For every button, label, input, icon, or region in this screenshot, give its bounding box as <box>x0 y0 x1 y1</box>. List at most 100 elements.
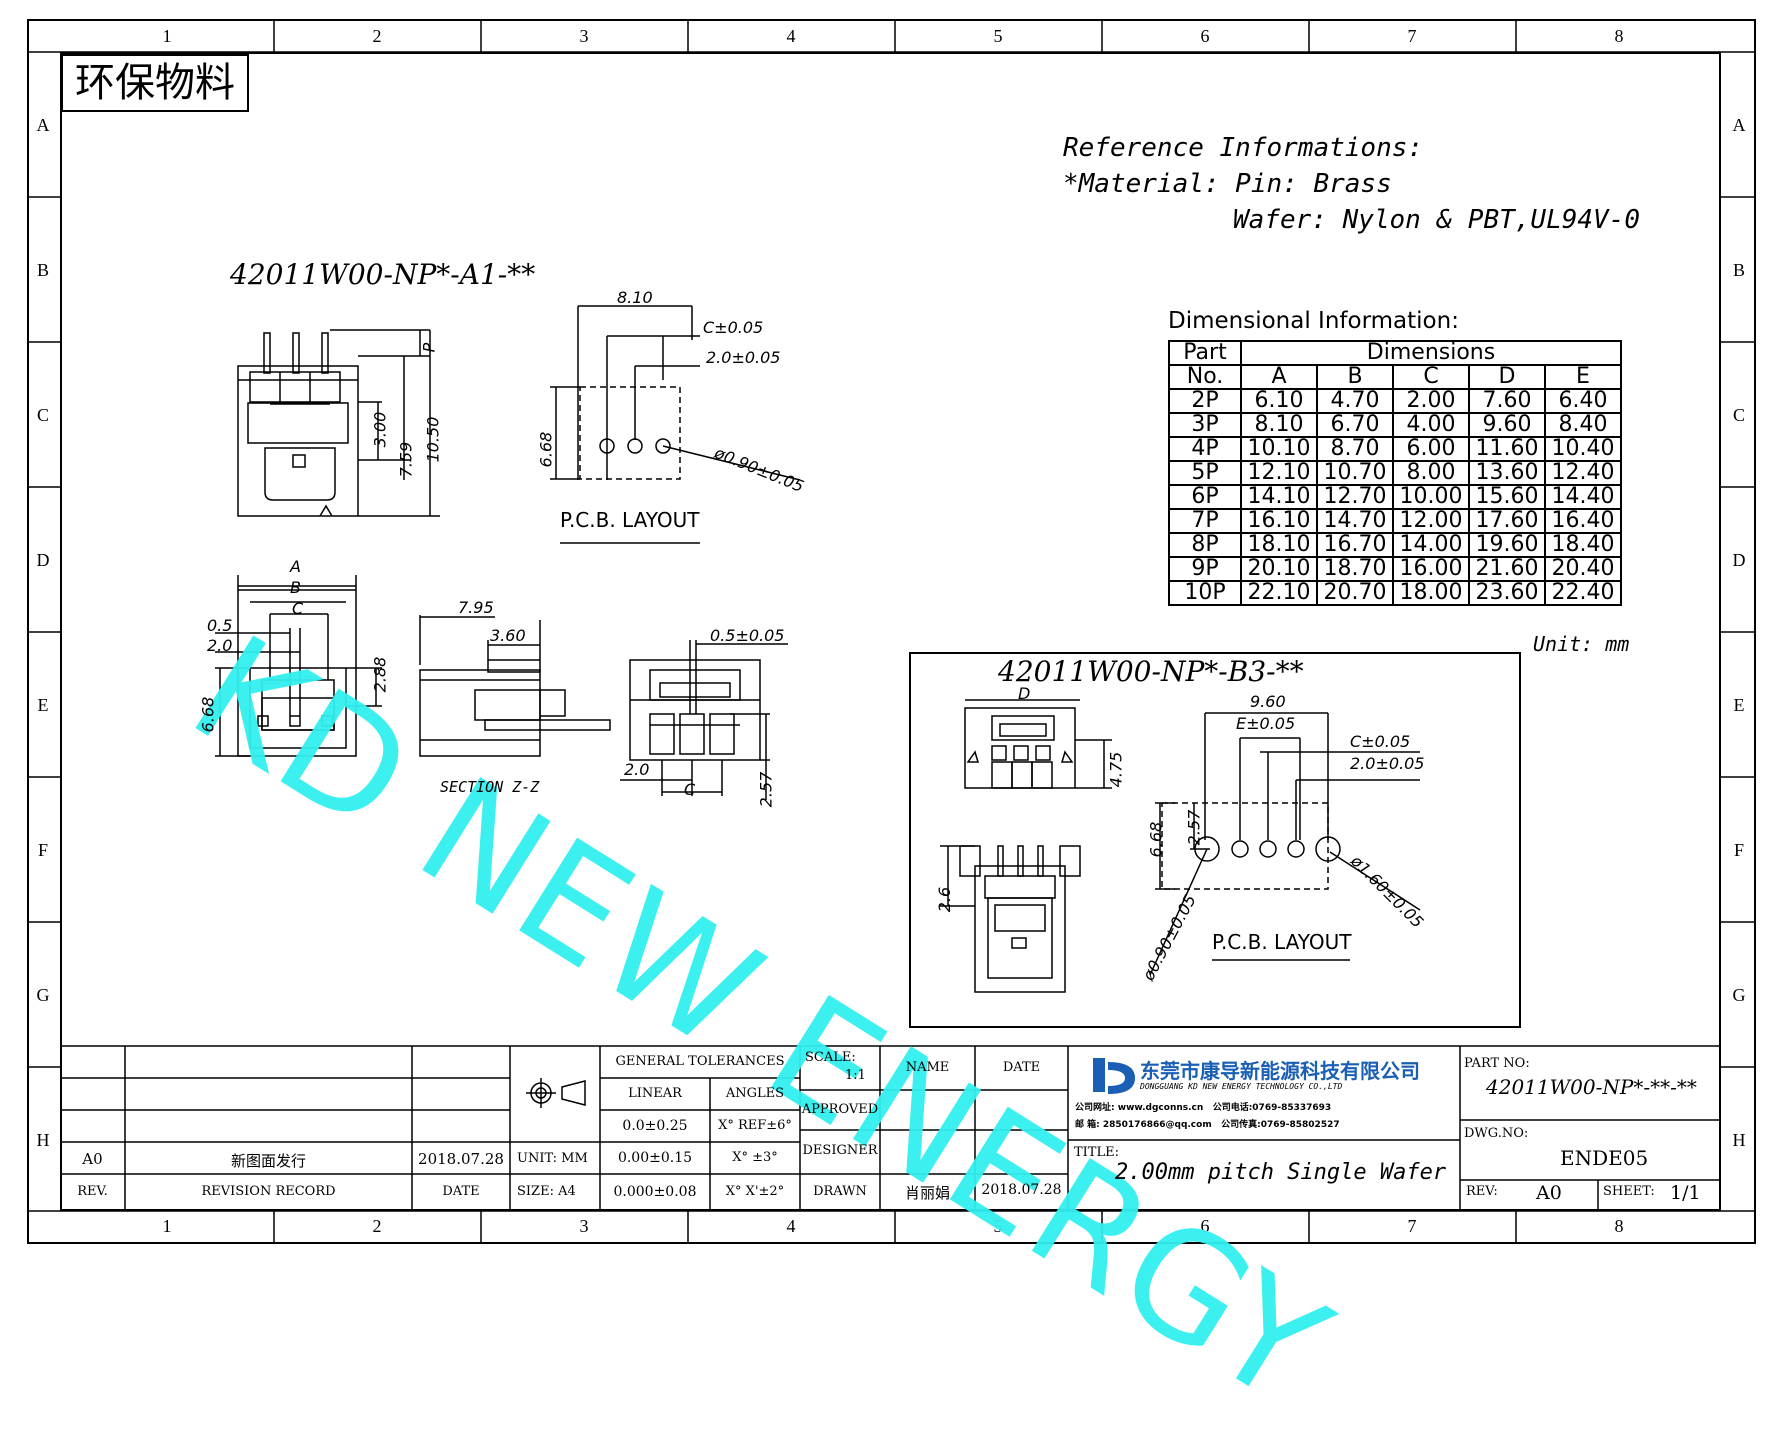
zone-col-4-bottom: 4 <box>786 1216 796 1236</box>
dim-c-side: C <box>684 780 696 799</box>
unit-note: Unit: mm <box>1533 632 1630 656</box>
zone-row-a-right: A <box>1732 115 1746 135</box>
drawing-title: 2.00mm pitch Single Wafer <box>1115 1160 1447 1185</box>
company-name-cn: 东莞市康导新能源科技有限公司 <box>1140 1059 1420 1083</box>
zone-col-8: 8 <box>1614 26 1624 46</box>
scale-label: SCALE: <box>805 1050 856 1065</box>
part-size-cell: 8P <box>1168 532 1242 558</box>
revision-record-value: 新图面发行 <box>230 1152 306 1170</box>
pcb-layout-label-a: P.C.B. LAYOUT <box>560 508 700 532</box>
dim-d: D <box>1018 684 1031 703</box>
general-tolerances: GENERAL TOLERANCES <box>615 1054 785 1069</box>
zone-row-e-right: E <box>1733 695 1745 715</box>
date-label: DATE <box>442 1184 480 1199</box>
dim-2-88: 2.88 <box>370 656 390 693</box>
dim-2-0-side: 2.0 <box>624 760 650 779</box>
dim-9-60: 9.60 <box>1250 692 1286 711</box>
eco-material-stamp: 环保物料 <box>61 54 249 112</box>
dimension-cell: 6.00 <box>1392 436 1470 462</box>
dimension-cell: 16.10 <box>1240 508 1318 534</box>
zone-col-7: 7 <box>1407 26 1417 46</box>
drawing-frame <box>60 52 1721 1211</box>
email-label: 邮 箱: <box>1075 1120 1100 1130</box>
table-col-e: E <box>1544 364 1622 390</box>
dim-c-tol-b: C±0.05 <box>1350 732 1411 751</box>
size-label: SIZE: A4 <box>517 1184 576 1199</box>
zone-row-f-right: F <box>1733 840 1744 860</box>
dwg-no-label: DWG.NO: <box>1464 1126 1529 1141</box>
dimension-cell: 8.70 <box>1316 436 1394 462</box>
drawing-sheet: { "zones": { "columns": ["1","2","3","4"… <box>27 19 1756 1438</box>
zone-row-c: C <box>36 405 49 425</box>
zone-col-5-bottom: 5 <box>993 1216 1003 1236</box>
dwg-no-value: ENDE05 <box>1560 1146 1649 1170</box>
dim-3-00: 3.00 <box>370 411 390 448</box>
dimension-cell: 21.60 <box>1468 556 1546 582</box>
zone-col-2-bottom: 2 <box>372 1216 382 1236</box>
zone-row-g-right: G <box>1732 985 1746 1005</box>
dim-3-60: 3.60 <box>490 626 526 645</box>
table-header-part: Part <box>1168 340 1242 366</box>
company-contact-2: 邮 箱: 2850176866@qq.com 公司传真:0769-8580252… <box>1075 1117 1340 1130</box>
dimension-cell: 12.40 <box>1544 460 1622 486</box>
zone-row-d-right: D <box>1732 550 1746 570</box>
dimension-cell: 11.60 <box>1468 436 1546 462</box>
company-contact-1: 公司网址: www.dgconns.cn 公司电话:0769-85337693 <box>1075 1100 1331 1113</box>
dimension-cell: 10.00 <box>1392 484 1470 510</box>
rev-label-block: REV: <box>1466 1184 1498 1199</box>
pcb-layout-label-b: P.C.B. LAYOUT <box>1212 930 1352 954</box>
zone-row-f: F <box>37 840 48 860</box>
part-size-cell: 4P <box>1168 436 1242 462</box>
dimension-table-title: Dimensional Information: <box>1168 308 1459 334</box>
dim-8-10: 8.10 <box>617 288 653 307</box>
zone-row-c-right: C <box>1732 405 1745 425</box>
table-header-no: No. <box>1168 364 1242 390</box>
tolerance-angle-1: X° REF±6° <box>718 1118 792 1133</box>
linear-label: LINEAR <box>628 1086 682 1101</box>
table-col-d: D <box>1468 364 1546 390</box>
dimension-cell: 6.40 <box>1544 388 1622 414</box>
dimension-cell: 20.70 <box>1316 580 1394 606</box>
dimension-cell: 20.40 <box>1544 556 1622 582</box>
dim-6-68: 6.68 <box>536 431 556 468</box>
dimension-cell: 16.70 <box>1316 532 1394 558</box>
dimension-cell: 16.00 <box>1392 556 1470 582</box>
zone-col-5: 5 <box>993 26 1003 46</box>
part-no-label: PART NO: <box>1464 1056 1530 1071</box>
dim-c: C <box>292 599 304 618</box>
part-number-a1: 42011W00-NP*-A1-** <box>230 258 536 291</box>
drawn-label: DRAWN <box>813 1184 867 1199</box>
tolerance-angle-2: X° ±3° <box>732 1150 778 1165</box>
part-size-cell: 10P <box>1168 580 1242 606</box>
dimension-cell: 16.40 <box>1544 508 1622 534</box>
dimension-cell: 19.60 <box>1468 532 1546 558</box>
dimension-cell: 8.10 <box>1240 412 1318 438</box>
drawn-date: 2018.07.28 <box>981 1182 1062 1198</box>
zone-col-2: 2 <box>372 26 382 46</box>
zone-row-g: G <box>36 985 50 1005</box>
zone-row-b-right: B <box>1732 260 1745 280</box>
table-header-dimensions: Dimensions <box>1240 340 1622 366</box>
revision-record-label: REVISION RECORD <box>201 1184 336 1199</box>
technical-drawings <box>60 305 1721 1211</box>
section-z-z-label: SECTION Z-Z <box>440 778 540 796</box>
dim-2-6: 2.6 <box>935 886 955 913</box>
title-label: TITLE: <box>1074 1145 1119 1160</box>
dimension-cell: 8.00 <box>1392 460 1470 486</box>
dim-pitch-tol-b: 2.0±0.05 <box>1350 754 1425 773</box>
unit-label: UNIT: MM <box>517 1151 588 1166</box>
zone-row-a: A <box>36 115 50 135</box>
dimension-cell: 12.00 <box>1392 508 1470 534</box>
table-col-c: C <box>1392 364 1470 390</box>
dimension-cell: 17.60 <box>1468 508 1546 534</box>
zone-col-6: 6 <box>1200 26 1210 46</box>
dim-b: B <box>290 578 301 597</box>
dimension-cell: 18.10 <box>1240 532 1318 558</box>
zone-grid <box>27 19 1756 1244</box>
